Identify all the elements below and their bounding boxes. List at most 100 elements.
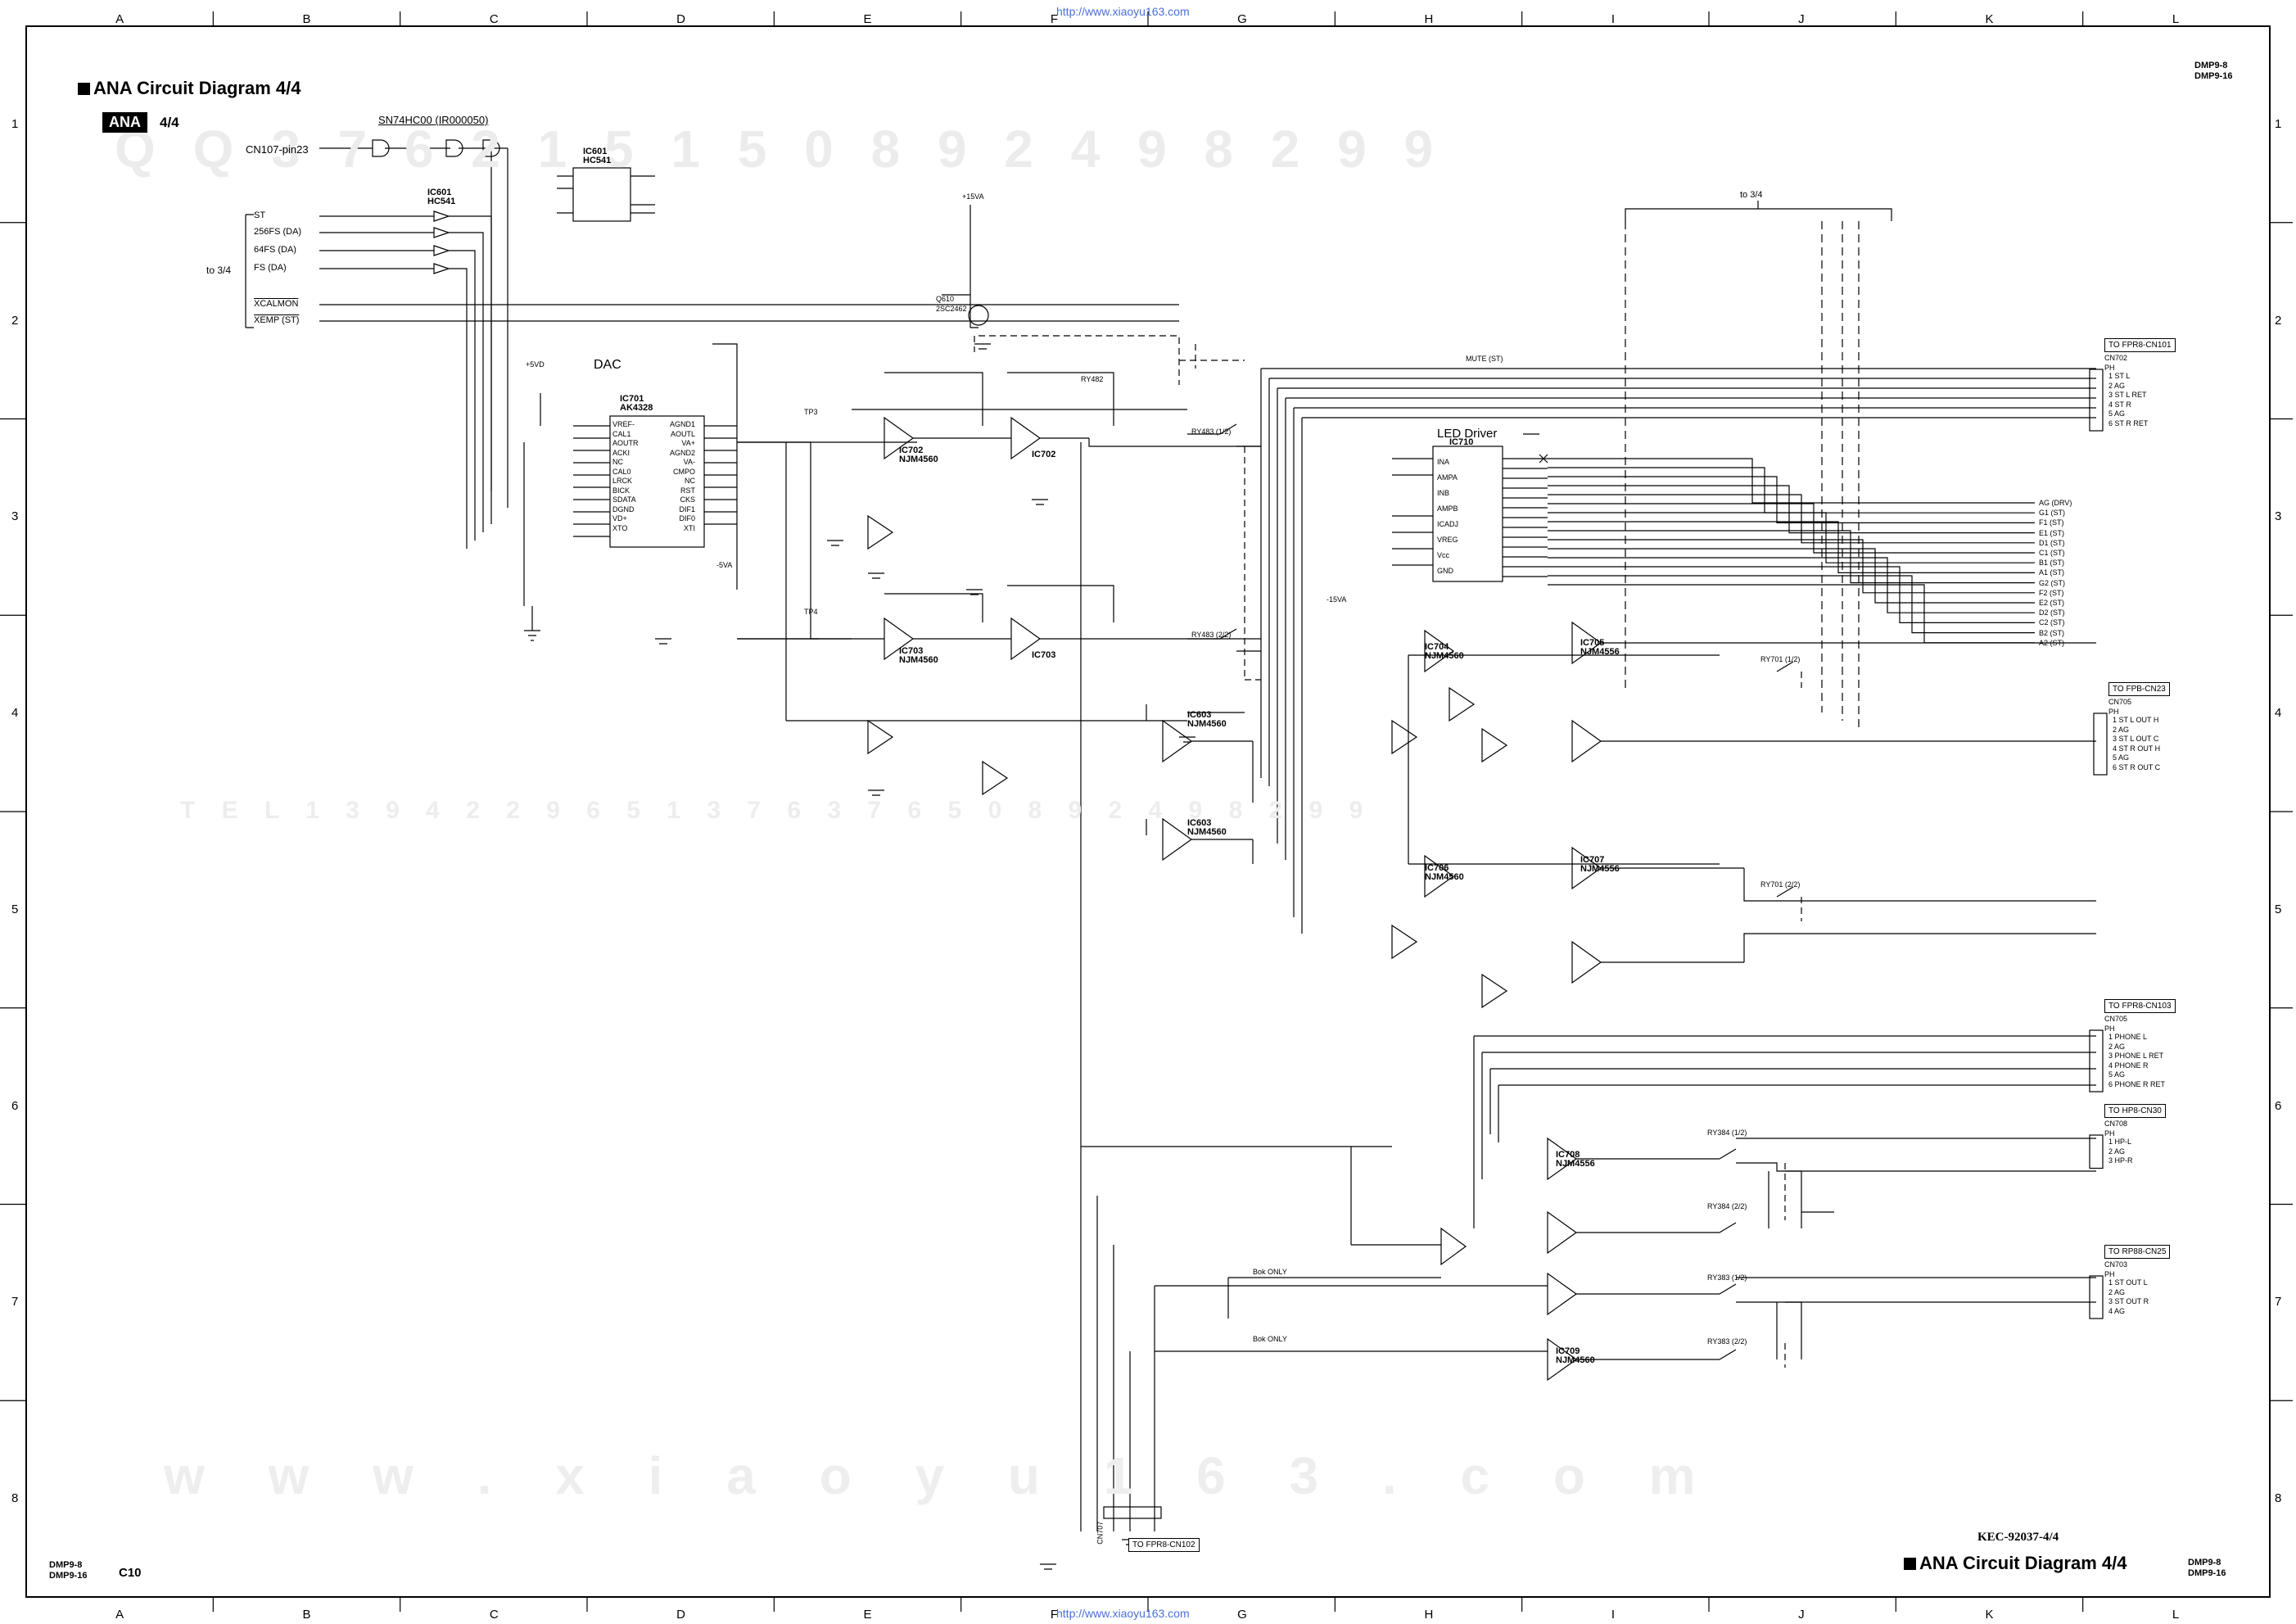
tp3-label: TP3: [804, 408, 818, 416]
ic707-label: IC707 NJM4556: [1580, 855, 1620, 874]
ic601-buffer-label: IC601 HC541: [427, 188, 456, 206]
grid-col-l: L: [2172, 12, 2180, 26]
watermark-row-3: w w w . x i a o y u 1 6 3 . c o m: [164, 1446, 1720, 1505]
grid-row-3: 3: [11, 509, 19, 524]
url-top[interactable]: http://www.xiaoyu163.com: [1056, 5, 1190, 18]
dac-label: DAC: [594, 358, 621, 372]
grid-row-6: 6: [11, 1098, 19, 1113]
ic703b-label: IC703: [1032, 650, 1056, 660]
led-driver-label: LED Driver: [1437, 427, 1498, 441]
ic701-label: IC701 AK4328: [620, 394, 653, 413]
sig-fs: FS (DA): [254, 263, 287, 273]
ic709-label: IC709 NJM4560: [1556, 1346, 1595, 1365]
connector-pins: 1 PHONE L 2 AG 3 PHONE L RET 4 PHONE R 5…: [2108, 1033, 2166, 1088]
grid-col-d: D: [676, 1608, 685, 1622]
doc-number: KEC-92037-4/4: [1977, 1531, 2059, 1544]
relay-label: RY383 (1/2): [1707, 1273, 1747, 1282]
connector-pins: 1 ST L 2 AG 3 ST L RET 4 ST R 5 AG 6 ST …: [2108, 372, 2149, 427]
page-title: ANA Circuit Diagram 4/4: [78, 79, 301, 97]
sig-256fs: 256FS (DA): [254, 227, 302, 237]
grid-col-j: J: [1798, 12, 1805, 26]
grid-col-k: K: [1985, 12, 1994, 26]
bottom-connector-name: CN707: [1096, 1521, 1105, 1545]
grid-row-8: 8: [2275, 1491, 2282, 1506]
ic701-right-pins: AGND1 AOUTL VA+ AGND2 VA- CMPO NC RST CK…: [670, 420, 696, 532]
grid-col-j: J: [1798, 1608, 1805, 1622]
model-bottom-left: DMP9-8 DMP9-16: [49, 1560, 88, 1581]
grid-col-c: C: [489, 12, 499, 26]
ic701-left-pins: VREF- CAL1 AOUTR ACKI NC CAL0 LRCK BICK …: [612, 420, 639, 532]
grid-row-5: 5: [2275, 902, 2282, 916]
grid-col-a: A: [115, 1608, 124, 1622]
ic706-label: IC706 NJM4560: [1425, 863, 1464, 882]
grid-col-l: L: [2172, 1608, 2180, 1622]
ana-badge-page: 4/4: [160, 115, 179, 130]
ic601-top-label: IC601 HC541: [583, 147, 612, 165]
grid-col-e: E: [863, 12, 872, 26]
connector-pins: 1 ST OUT L 2 AG 3 ST OUT R 4 AG: [2108, 1278, 2149, 1315]
grid-col-i: I: [1611, 1608, 1615, 1622]
footer-title-text: ANA Circuit Diagram 4/4: [1919, 1553, 2127, 1573]
grid-row-3: 3: [2275, 509, 2282, 524]
watermark-row-1: Q Q 3 7 6 2 1 5 1 5 0 8 9 2 4 9 8 2 9 9: [115, 120, 1445, 179]
model-bottom-right: DMP9-8 DMP9-16: [2188, 1558, 2226, 1578]
ic603b-label: IC603 NJM4560: [1187, 818, 1227, 837]
relay-label: RY384 (2/2): [1707, 1202, 1747, 1210]
grid-col-b: B: [302, 12, 311, 26]
supply-plus15: +15VA: [962, 192, 984, 201]
sig-xcalmon: XCALMON: [254, 299, 299, 309]
connector-name: CN703 PH: [2104, 1260, 2128, 1278]
q610-label: Q610 2SC2462: [936, 295, 967, 313]
gate-sn74hc00: SN74HC00 (IR000050): [378, 114, 489, 126]
page-title-text: ANA Circuit Diagram 4/4: [93, 78, 301, 98]
grid-col-a: A: [115, 12, 124, 26]
supply-plus5: +5VD: [526, 360, 545, 369]
ic710-pins: INA AMPA INB AMPB ICADJ VREG Vcc GND: [1437, 458, 1459, 575]
note-bok-1: Bok ONLY: [1253, 1268, 1287, 1276]
grid-row-1: 1: [2275, 116, 2282, 131]
connector-tag: TO FPR8-CN103: [2104, 999, 2176, 1013]
grid-col-c: C: [489, 1608, 499, 1622]
watermark-row-2: T E L 1 3 9 4 2 2 9 6 5 1 3 7 6 3 7 6 5 …: [180, 797, 1373, 824]
relay-label: RY701 (2/2): [1760, 880, 1801, 889]
relay-label: RY483 (1/2): [1191, 427, 1232, 436]
grid-col-g: G: [1237, 12, 1247, 26]
grid-row-7: 7: [11, 1295, 19, 1310]
connector-pins: 1 HP-L 2 AG 3 HP-R: [2108, 1138, 2133, 1165]
ic702b-label: IC702: [1032, 450, 1056, 459]
group-to-3-4: to 3/4: [206, 265, 232, 276]
url-bottom[interactable]: http://www.xiaoyu163.com: [1056, 1607, 1190, 1620]
grid-col-h: H: [1424, 1608, 1434, 1622]
connector-tag: TO HP8-CN30: [2104, 1104, 2166, 1118]
sig-st: ST: [254, 210, 266, 220]
relay-label: RY701 (1/2): [1760, 655, 1801, 663]
grid-row-6: 6: [2275, 1098, 2282, 1113]
relay-label: RY483 (2/2): [1191, 631, 1232, 639]
page-code: C10: [119, 1566, 142, 1580]
grid-row-4: 4: [11, 706, 19, 721]
grid-row-8: 8: [11, 1491, 19, 1506]
ic708-label: IC708 NJM4556: [1556, 1150, 1595, 1169]
footer-title: ANA Circuit Diagram 4/4: [1904, 1554, 2127, 1572]
grid-col-g: G: [1237, 1608, 1247, 1622]
connector-name: CN708 PH: [2104, 1120, 2128, 1138]
connector-tag: TO RP88-CN25: [2104, 1245, 2171, 1259]
connector-name: CN702 PH: [2104, 354, 2128, 372]
relay-label: RY482: [1081, 375, 1104, 383]
input-cn107: CN107-pin23: [246, 143, 309, 156]
grid-col-k: K: [1985, 1608, 1994, 1622]
grid-row-7: 7: [2275, 1295, 2282, 1310]
grid-col-h: H: [1424, 12, 1434, 26]
relay-label: RY383 (2/2): [1707, 1337, 1747, 1346]
relay-label: RY384 (1/2): [1707, 1129, 1747, 1137]
led-output-labels: AG (DRV) G1 (ST) F1 (ST) E1 (ST) D1 (ST)…: [2039, 499, 2072, 647]
supply-minus5: -5VA: [716, 561, 733, 569]
ic603a-label: IC603 NJM4560: [1187, 710, 1227, 729]
sig-xemp: XEMP (ST): [254, 315, 300, 325]
note-bok-2: Bok ONLY: [1253, 1335, 1287, 1343]
connector-name: CN705 PH: [2108, 698, 2132, 716]
grid-col-f: F: [1050, 1608, 1058, 1622]
grid-row-1: 1: [11, 116, 19, 131]
